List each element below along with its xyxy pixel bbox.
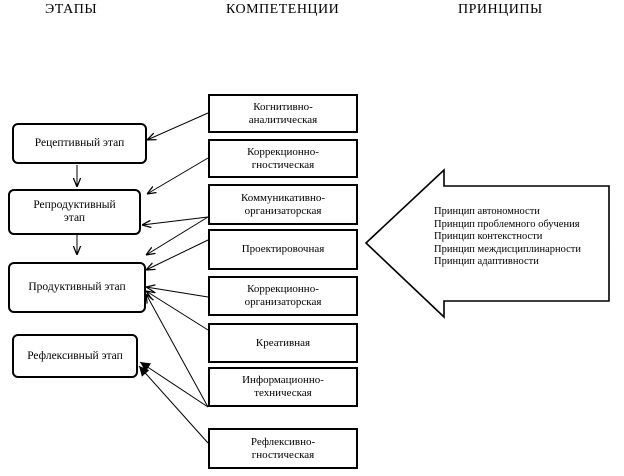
- competency-cognitive-analytical: Когнитивно- аналитическая: [208, 94, 358, 133]
- connector-arrows: [77, 112, 209, 444]
- competency-communicative-organizational: Коммуникативно- организаторская: [208, 184, 358, 225]
- competency-label: Проектировочная: [241, 243, 325, 255]
- competency-label: Креативная: [255, 336, 311, 349]
- competency-correctional-organizational: Коррекционно- организаторская: [208, 276, 358, 316]
- competency-projective: Проектировочная: [208, 229, 358, 270]
- competency-label: Когнитивно- аналитическая: [248, 100, 318, 126]
- header-stages: ЭТАПЫ: [45, 2, 98, 17]
- principles-arrow: [364, 168, 610, 319]
- principle-item: Принцип автономности: [434, 206, 540, 217]
- competency-label: Информационно- техническая: [242, 374, 324, 399]
- arrow-comp4-to-stage3: [146, 239, 209, 270]
- competency-correctional-gnostic: Коррекционно- гностическая: [208, 139, 358, 178]
- principle-item: Принцип проблемного обучения: [434, 218, 580, 230]
- arrow-comp3-to-stage3: [146, 216, 209, 255]
- stage-productive: Продуктивный этап: [8, 262, 146, 313]
- stage-productive-label: Продуктивный этап: [28, 281, 126, 293]
- arrow-comp1-to-stage1: [147, 112, 209, 140]
- arrow-comp5-to-stage3: [146, 287, 209, 298]
- competency-informational-technical: Информационно- техническая: [208, 367, 358, 407]
- principle-item: Принцип междисциплинарности: [434, 243, 581, 255]
- competency-label: Коррекционно- гностическая: [247, 145, 319, 171]
- arrow-comp6-to-stage3: [146, 291, 209, 331]
- stage-receptive: Рецептивный этап: [12, 123, 147, 164]
- competency-label: Коррекционно- организаторская: [244, 283, 322, 308]
- principle-item: Принцип адаптивности: [434, 256, 539, 267]
- stage-reproductive-label: Репродуктивный этап: [33, 199, 116, 224]
- stage-reflexive-label: Рефлексивный этап: [27, 349, 123, 362]
- competency-creative: Креативная: [208, 323, 358, 363]
- arrow-comp3-to-stage2: [142, 216, 209, 225]
- competency-label: Рефлексивно- гностическая: [250, 435, 316, 461]
- principles-list: Принцип автономности Принцип проблемного…: [434, 206, 581, 269]
- arrow-comp7-to-stage4: [139, 361, 209, 408]
- stage-receptive-label: Рецептивный этап: [34, 137, 125, 149]
- arrow-comp8-to-stage4: [138, 365, 209, 444]
- arrow-comp2-to-stage2: [147, 157, 209, 194]
- competency-reflexive-gnostic: Рефлексивно- гностическая: [208, 428, 358, 469]
- arrow-comp7-to-stage3: [146, 294, 209, 408]
- competency-label: Коммуникативно- организаторская: [241, 191, 325, 217]
- stage-reproductive: Репродуктивный этап: [8, 189, 141, 235]
- header-principles: ПРИНЦИПЫ: [458, 2, 543, 17]
- stage-reflexive: Рефлексивный этап: [12, 334, 138, 378]
- header-competencies: КОМПЕТЕНЦИИ: [226, 2, 340, 17]
- principle-item: Принцип контекстности: [434, 231, 543, 242]
